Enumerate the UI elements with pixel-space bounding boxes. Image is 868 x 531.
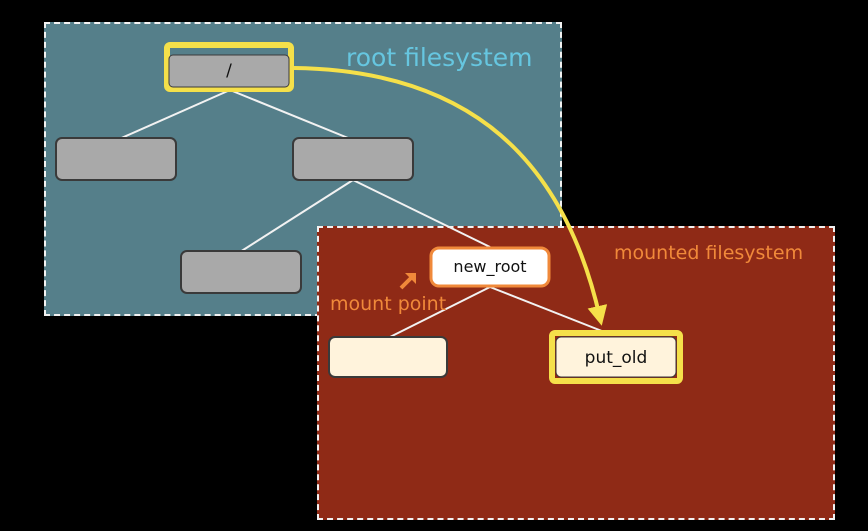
edge-slash-left bbox=[116, 89, 231, 141]
edge-to-new-root bbox=[352, 179, 491, 248]
mount-point-arrow-icon bbox=[399, 273, 416, 290]
dir-node-bottom bbox=[180, 250, 302, 294]
root-node bbox=[168, 54, 290, 88]
put-old-highlight bbox=[549, 330, 683, 384]
dir-node-left bbox=[55, 137, 177, 181]
root-node-label: / bbox=[226, 61, 232, 81]
root-filesystem-label: root filesystem bbox=[346, 43, 533, 72]
mount-point-label: mount point bbox=[330, 293, 447, 315]
put-old-label: put_old bbox=[584, 348, 648, 368]
edge-right-child bbox=[239, 179, 354, 253]
put-old-node bbox=[555, 336, 677, 378]
cream-dir-node bbox=[328, 336, 448, 378]
new-root-label: new_root bbox=[453, 257, 527, 276]
move-arrow bbox=[293, 66, 608, 326]
dir-node-right bbox=[292, 137, 414, 181]
edge-new-root-left bbox=[387, 286, 491, 339]
root-node-highlight bbox=[164, 42, 294, 92]
new-root-node bbox=[429, 246, 551, 288]
mounted-filesystem-label: mounted filesystem bbox=[614, 242, 804, 264]
edge-slash-right bbox=[229, 89, 354, 141]
edge-new-root-put-old bbox=[489, 286, 613, 336]
